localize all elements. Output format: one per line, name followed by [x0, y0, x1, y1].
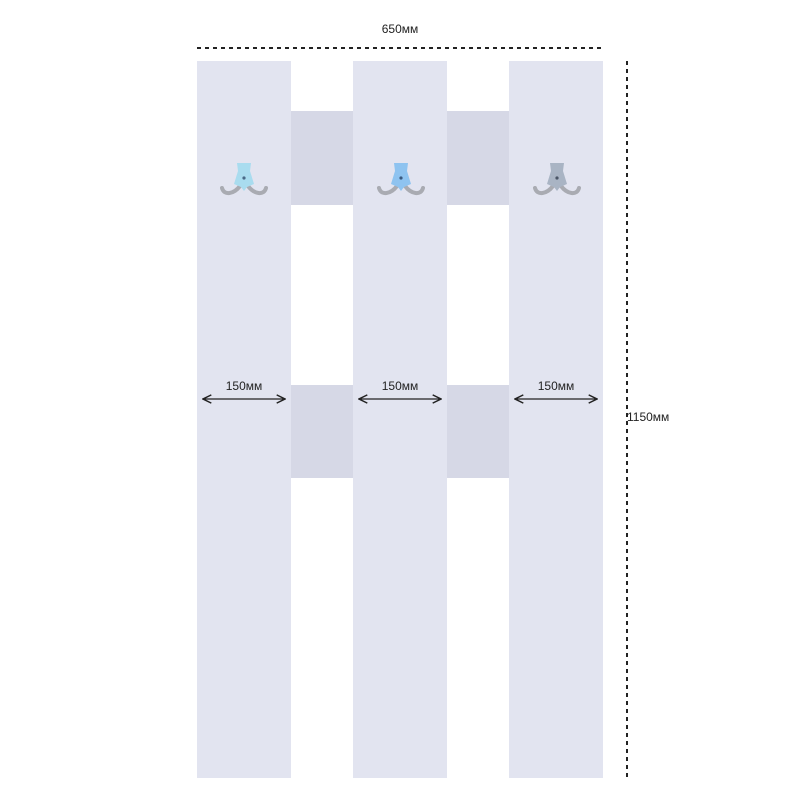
panel-width-label-right: 150мм [537, 379, 575, 393]
double-coat-hook-icon [533, 163, 581, 195]
crossbar-middle-right [446, 385, 510, 478]
crossbar-top-right [446, 111, 510, 205]
double-coat-hook-icon [377, 163, 425, 195]
total-height-label: 1150мм [627, 410, 670, 424]
double-coat-hook-icon [220, 163, 268, 195]
crossbar-top-left [290, 111, 354, 205]
panel-width-label-left: 150мм [225, 379, 263, 393]
panel-width-label-center: 150мм [381, 379, 419, 393]
crossbar-middle-left [290, 385, 354, 478]
total-width-label: 650мм [381, 22, 419, 36]
